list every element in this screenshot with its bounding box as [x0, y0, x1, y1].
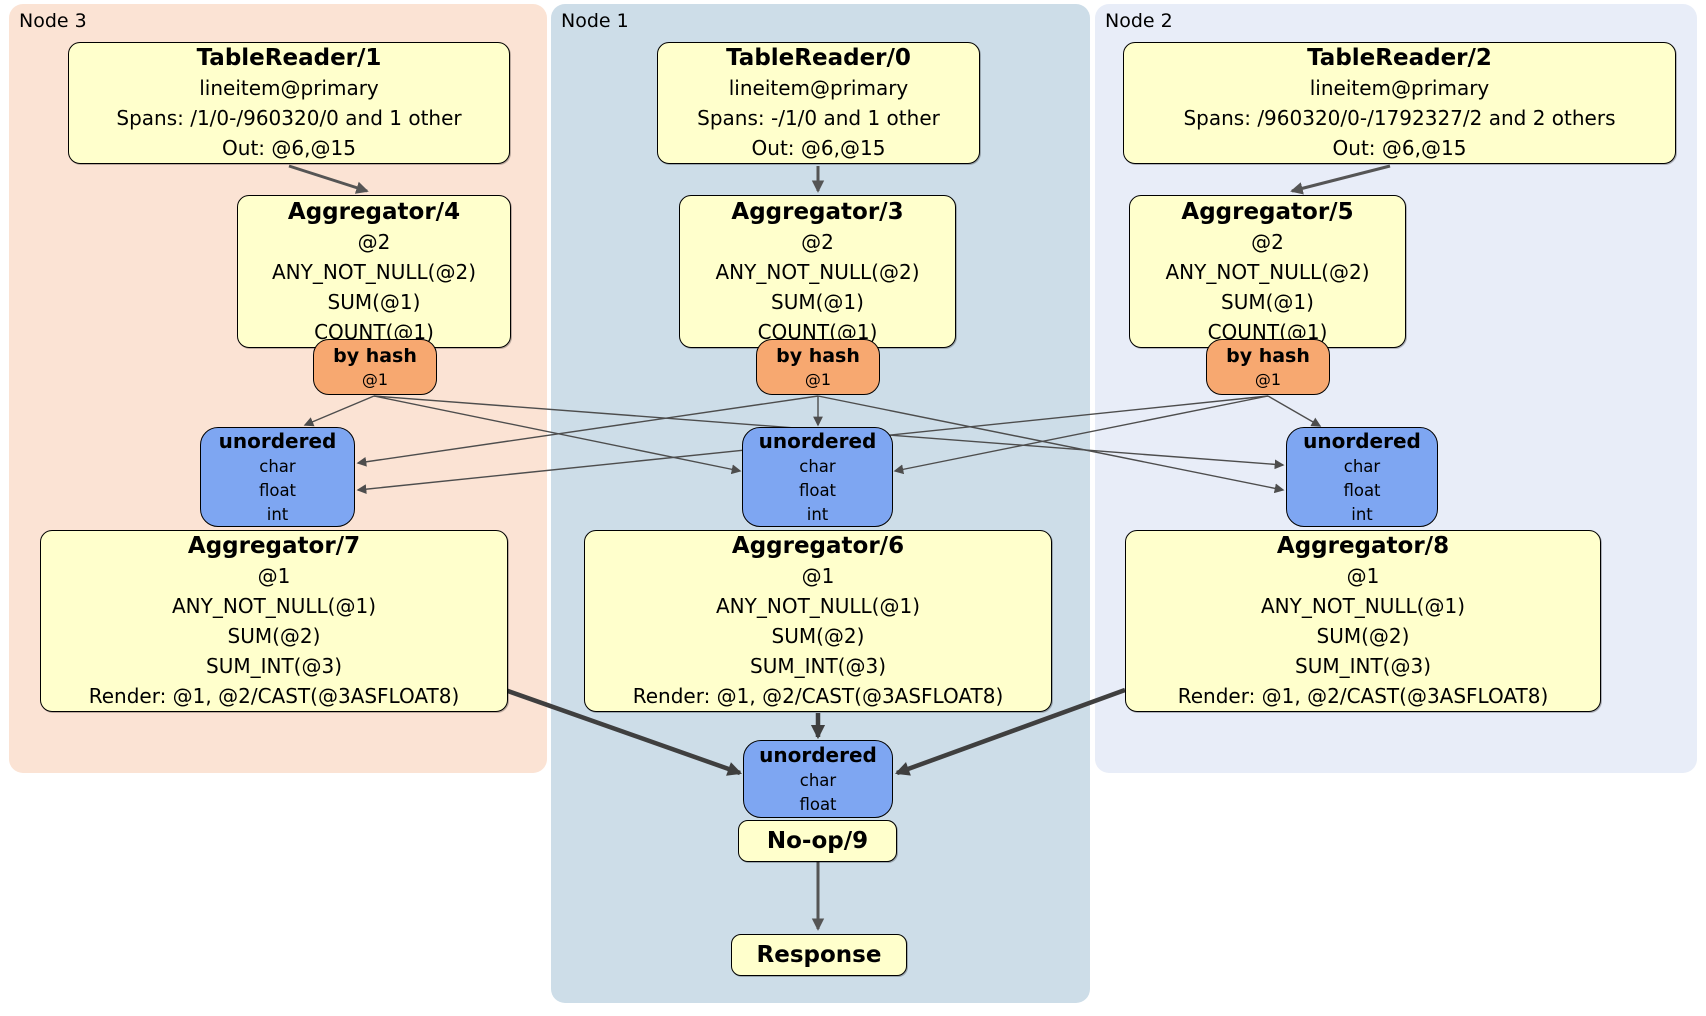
sync-unordered-1-detail-line: char	[259, 456, 296, 476]
aggregator-8-detail-line: Render: @1, @2/CAST(@3ASFLOAT8)	[1177, 684, 1549, 708]
edge-flow	[1290, 164, 1391, 195]
aggregator-4-detail-line: SUM(@1)	[327, 289, 421, 314]
sync-unordered-1-box: unordered char float int	[200, 427, 355, 527]
sync-unordered-final-box: unordered char float	[743, 740, 893, 818]
node-region-label: Node 2	[1105, 10, 1173, 32]
tablereader-1-detail-line: Spans: /1/0-/960320/0 and 1 other	[116, 106, 462, 130]
aggregator-3-detail-line: ANY_NOT_NULL(@2)	[715, 259, 920, 284]
sync-unordered-2-title: unordered	[1303, 428, 1421, 453]
sync-unordered-final-title: unordered	[759, 742, 877, 767]
aggregator-8-detail-line: SUM_INT(@3)	[1295, 654, 1431, 678]
router-by-hash-0-box: by hash @1	[756, 339, 880, 395]
aggregator-5-detail-line: @2	[1251, 229, 1284, 254]
aggregator-8-detail-line: @1	[1346, 564, 1380, 588]
sync-unordered-0-detail-line: int	[806, 504, 829, 524]
tablereader-1-title: TableReader/1	[196, 45, 382, 71]
aggregator-8-title: Aggregator/8	[1276, 533, 1450, 559]
sync-unordered-0-detail-line: char	[799, 456, 836, 476]
aggregator-6-detail-line: ANY_NOT_NULL(@1)	[716, 594, 920, 618]
aggregator-3-title: Aggregator/3	[731, 198, 904, 225]
aggregator-6-title: Aggregator/6	[731, 533, 905, 559]
router-by-hash-1-title: by hash	[333, 345, 417, 367]
sync-unordered-0-box: unordered char float int	[742, 427, 893, 527]
aggregator-7-detail-line: Render: @1, @2/CAST(@3ASFLOAT8)	[88, 684, 460, 708]
router-by-hash-1-detail-line: @1	[361, 370, 389, 389]
aggregator-7-detail-line: SUM(@2)	[227, 624, 321, 648]
aggregator-4-detail-line: @2	[357, 229, 391, 254]
aggregator-4-detail-line: ANY_NOT_NULL(@2)	[272, 259, 476, 284]
aggregator-3-detail-line: SUM(@1)	[771, 289, 864, 314]
sync-unordered-2-detail-line: float	[1343, 480, 1381, 500]
sync-unordered-2-detail-line: int	[1351, 504, 1373, 524]
aggregator-5-title: Aggregator/5	[1181, 198, 1354, 225]
tablereader-0-detail-line: Out: @6,@15	[751, 136, 886, 160]
edge-flow	[288, 164, 369, 194]
tablereader-2-title: TableReader/2	[1307, 45, 1492, 71]
aggregator-8-detail-line: ANY_NOT_NULL(@1)	[1261, 594, 1465, 618]
tablereader-2-detail-line: lineitem@primary	[1309, 76, 1490, 100]
router-by-hash-1-box: by hash @1	[313, 339, 437, 395]
aggregator-6-detail-line: SUM_INT(@3)	[750, 654, 886, 678]
edge-thick	[504, 687, 743, 776]
router-by-hash-2-title: by hash	[1226, 345, 1310, 367]
tablereader-0-title: TableReader/0	[726, 45, 911, 71]
sync-unordered-2-detail-line: char	[1343, 456, 1381, 476]
tablereader-0-detail-line: lineitem@primary	[728, 76, 909, 100]
no-op-9-box: No-op/9	[738, 820, 897, 862]
aggregator-6-detail-line: Render: @1, @2/CAST(@3ASFLOAT8)	[632, 684, 1004, 708]
node-region-label: Node 1	[561, 10, 629, 32]
aggregator-6-detail-line: SUM(@2)	[771, 624, 865, 648]
tablereader-1-detail-line: lineitem@primary	[199, 76, 379, 100]
response-title: Response	[756, 942, 882, 968]
tablereader-2-detail-line: Out: @6,@15	[1332, 136, 1467, 160]
router-by-hash-2-detail-line: @1	[1254, 370, 1282, 389]
edge-thick	[894, 687, 1126, 776]
no-op-9-title: No-op/9	[766, 828, 869, 854]
aggregator-6-detail-line: @1	[801, 564, 835, 588]
edge-mesh	[893, 395, 1269, 475]
response-box: Response	[731, 934, 907, 976]
aggregator-7-title: Aggregator/7	[187, 533, 361, 559]
edge-mesh	[1267, 395, 1322, 427]
aggregator-7-detail-line: ANY_NOT_NULL(@1)	[172, 594, 376, 618]
aggregator-5-detail-line: SUM(@1)	[1221, 289, 1314, 314]
tablereader-1-detail-line: Out: @6,@15	[222, 136, 356, 160]
router-by-hash-0-title: by hash	[776, 345, 860, 367]
sync-unordered-1-detail-line: float	[258, 480, 297, 500]
aggregator-5-detail-line: ANY_NOT_NULL(@2)	[1165, 259, 1370, 284]
tablereader-0-detail-line: Spans: -/1/0 and 1 other	[697, 106, 940, 130]
node-region-label: Node 3	[19, 10, 87, 32]
edge-mesh	[356, 395, 819, 467]
aggregator-3-detail-line: @2	[801, 229, 834, 254]
aggregator-8-detail-line: SUM(@2)	[1316, 624, 1410, 648]
aggregator-4-title: Aggregator/4	[287, 198, 461, 225]
sync-unordered-2-box: unordered char float int	[1286, 427, 1438, 527]
aggregator-7-detail-line: @1	[257, 564, 291, 588]
sync-unordered-1-title: unordered	[218, 428, 337, 453]
sync-unordered-0-detail-line: float	[798, 480, 837, 500]
edge-mesh	[303, 395, 375, 427]
sync-unordered-0-title: unordered	[758, 428, 877, 453]
router-by-hash-0-detail-line: @1	[804, 370, 832, 389]
sync-unordered-final-detail-line: float	[799, 794, 837, 814]
tablereader-2-detail-line: Spans: /960320/0-/1792327/2 and 2 others	[1183, 106, 1616, 130]
sync-unordered-1-detail-line: int	[266, 504, 289, 524]
edge-mesh	[817, 395, 1285, 494]
sync-unordered-final-detail-line: char	[799, 770, 837, 790]
aggregator-7-detail-line: SUM_INT(@3)	[206, 654, 342, 678]
router-by-hash-2-box: by hash @1	[1206, 339, 1330, 395]
